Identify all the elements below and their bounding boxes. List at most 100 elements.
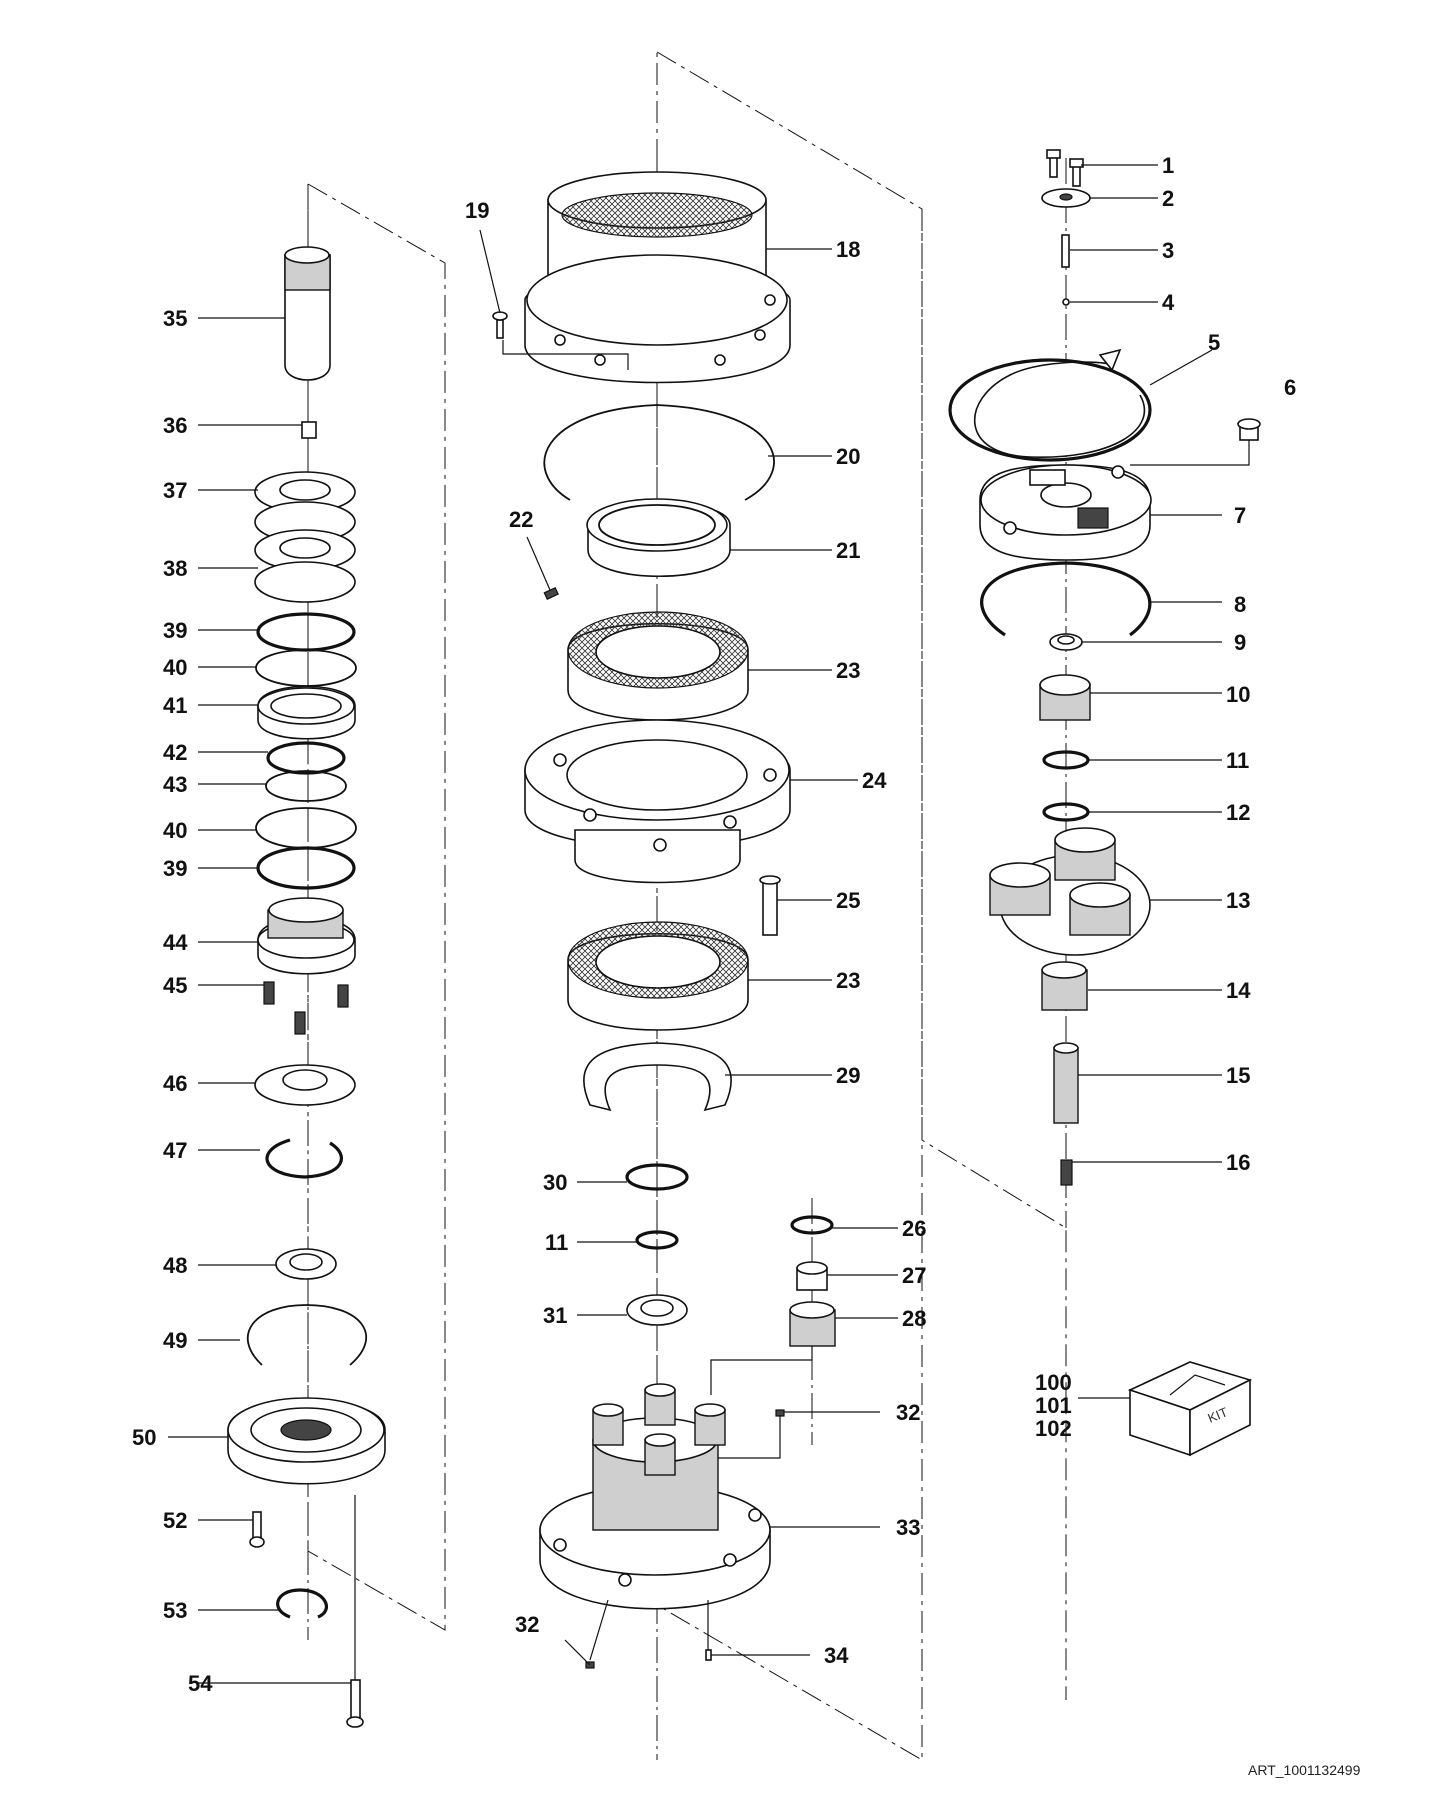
part-53-snap-ring [276,1588,329,1619]
part-5-thrust-ring [948,348,1152,462]
callout-39-lower: 39 [163,856,187,881]
callout-32-upper: 32 [896,1400,920,1425]
part-20-o-ring [543,404,775,501]
part-38-friction-disc [254,529,356,603]
part-43-backup-ring [265,770,347,802]
part-2-plate [1041,188,1091,208]
callout-13: 13 [1226,888,1250,913]
part-44-spring-housing [257,897,356,975]
part-26-retaining-ring [790,1215,834,1235]
callout-39-upper: 39 [163,618,187,643]
kit-box-label: KIT [1206,1404,1230,1426]
part-39-o-ring-lower [256,846,356,890]
callout-10: 10 [1226,682,1250,707]
callout-20: 20 [836,444,860,469]
callout-102: 102 [1035,1416,1072,1441]
callout-19: 19 [465,198,489,223]
callout-4: 4 [1162,290,1175,315]
callout-32-lower: 32 [515,1612,539,1637]
callout-54: 54 [188,1671,213,1696]
part-15-splined-shaft [1053,1042,1079,1124]
callout-2: 2 [1162,186,1174,211]
callout-24: 24 [862,768,887,793]
callout-33: 33 [896,1515,920,1540]
part-46-plate [254,1064,356,1106]
part-23-bearing-lower [567,921,749,1031]
part-40-backup-ring-lower [255,807,357,849]
callout-46: 46 [163,1071,187,1096]
part-39-o-ring-upper [256,612,356,652]
part-42-o-ring [266,741,346,775]
part-14-gear [1041,961,1088,1011]
part-22-set-screw [543,586,559,600]
part-21-bearing-retainer [586,498,731,577]
callout-37: 37 [163,478,187,503]
callout-23-lower: 23 [836,968,860,993]
part-6-plug [1237,418,1261,441]
part-24-hub [524,719,791,884]
part-8-snap-ring [980,561,1152,637]
callout-30: 30 [543,1170,567,1195]
part-28-gear [789,1301,836,1347]
callout-1: 1 [1162,153,1174,178]
part-33-spindle-base [539,1383,771,1610]
part-3-pin [1061,234,1070,268]
callout-18: 18 [836,237,860,262]
part-54-bolt [346,1679,364,1728]
part-19-screw [492,311,508,339]
callout-100: 100 [1035,1370,1072,1395]
part-7-carrier-cover [979,464,1152,561]
callout-35: 35 [163,306,187,331]
callout-45: 45 [163,973,187,998]
part-30-snap-ring [625,1163,689,1191]
callout-27: 27 [902,1263,926,1288]
callout-52: 52 [163,1508,187,1533]
callout-6: 6 [1284,375,1296,400]
part-35-input-shaft [284,246,331,381]
callout-23-upper: 23 [836,658,860,683]
callout-42: 42 [163,740,187,765]
kit-box: KIT [1127,1361,1253,1457]
part-29-split-collar [583,1042,732,1112]
part-4-ball [1062,298,1070,306]
callout-47: 47 [163,1138,187,1163]
part-10-sun-gear [1039,674,1091,721]
callout-8: 8 [1234,592,1246,617]
callout-15: 15 [1226,1063,1250,1088]
callout-labels: 1 2 3 4 5 6 7 8 9 10 11 12 13 14 15 16 1… [132,153,1296,1696]
callout-41: 41 [163,693,187,718]
callout-3: 3 [1162,238,1174,263]
callout-12: 12 [1226,800,1250,825]
callout-43: 43 [163,772,187,797]
callout-101: 101 [1035,1393,1072,1418]
part-11-snap-ring-center [635,1230,679,1250]
callout-44: 44 [163,930,188,955]
callout-38: 38 [163,556,187,581]
callout-26: 26 [902,1216,926,1241]
callout-11-center: 11 [545,1230,568,1255]
callout-9: 9 [1234,630,1246,655]
leader-lines [168,164,1250,1684]
part-18-ring-gear-housing [524,171,791,384]
callout-40-lower: 40 [163,818,187,843]
part-48-bearing [275,1248,337,1280]
callout-49: 49 [163,1328,187,1353]
part-27-bushing [796,1261,828,1291]
part-45-springs [263,981,349,1035]
part-41-piston [257,685,356,740]
art-id: ART_1001132499 [1248,1762,1361,1778]
part-13-planet-carrier [989,827,1151,956]
callout-5: 5 [1208,330,1220,355]
callout-28: 28 [902,1306,926,1331]
part-9-washer [1049,633,1083,651]
callout-40-upper: 40 [163,655,187,680]
callout-11-right: 11 [1226,748,1249,773]
part-40-backup-ring-upper [255,649,357,687]
callout-31: 31 [543,1303,567,1328]
part-49-retaining-ring [246,1304,368,1366]
callout-36: 36 [163,413,187,438]
callout-16: 16 [1226,1150,1250,1175]
part-1-bolts [1046,149,1084,187]
part-31-seal [626,1294,688,1326]
